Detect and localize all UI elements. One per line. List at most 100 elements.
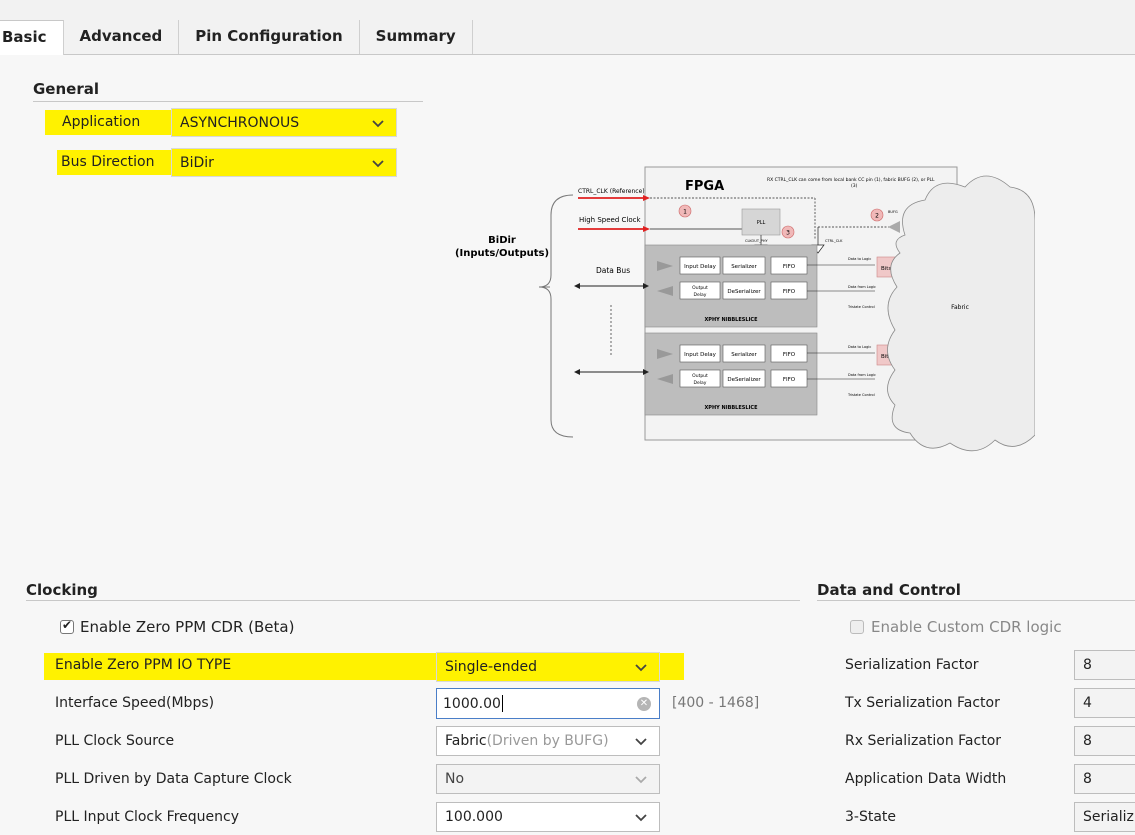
basic-panel: General Application ASYNCHRONOUS Bus Dir… <box>0 55 1135 835</box>
svg-text:Serializer: Serializer <box>731 352 757 358</box>
svg-text:Output: Output <box>692 373 708 379</box>
bus-direction-dropdown[interactable]: BiDir <box>171 148 397 177</box>
chevron-down-icon <box>635 814 647 822</box>
svg-text:Data from Logic: Data from Logic <box>848 373 876 377</box>
interface-speed-input[interactable]: 1000.00 ✕ <box>436 688 660 719</box>
three-state-value: Serializ <box>1083 809 1134 825</box>
serialization-factor-field[interactable]: 8 <box>1074 650 1135 680</box>
rx-ctrl-clk-note: RX CTRL_CLK can come from local bank CC … <box>767 177 935 183</box>
fabric-cloud <box>887 175 1035 452</box>
rx-serialization-factor-field[interactable]: 8 <box>1074 726 1135 756</box>
application-dropdown[interactable]: ASYNCHRONOUS <box>171 108 397 137</box>
pll-block <box>741 208 781 236</box>
data-control-section-title: Data and Control <box>817 581 961 599</box>
svg-text:Data from Logic: Data from Logic <box>848 285 876 289</box>
rx-serialization-factor-value: 8 <box>1083 733 1092 749</box>
svg-text:XPHY NIBBLESLICE: XPHY NIBBLESLICE <box>704 405 758 411</box>
enable-zero-ppm-cdr-checkbox[interactable]: ✔ <box>60 618 74 634</box>
svg-text:1: 1 <box>683 209 687 216</box>
badge-2 <box>870 208 884 222</box>
data-bus-label: Data Bus <box>596 266 630 275</box>
interface-speed-label: Interface Speed(Mbps) <box>55 695 215 711</box>
svg-text:XPHY NIBBLESLICE: XPHY NIBBLESLICE <box>704 317 758 323</box>
io-type-dropdown[interactable]: Single-ended <box>436 652 660 682</box>
chevron-down-icon <box>635 664 647 672</box>
svg-text:Tristate Control: Tristate Control <box>847 393 875 397</box>
chevron-down-icon <box>635 738 647 746</box>
application-label-highlight <box>45 110 173 135</box>
general-divider <box>33 101 423 102</box>
pll-driven-by-capture-value: No <box>445 771 465 787</box>
chevron-down-icon <box>372 119 384 127</box>
fabric-label: Fabric <box>951 304 969 311</box>
tab-strip: Basic Advanced Pin Configuration Summary <box>0 20 473 55</box>
svg-text:Serializer: Serializer <box>731 264 757 270</box>
pll-clock-source-value: Fabric <box>445 733 487 749</box>
interface-speed-value: 1000.00 <box>443 695 501 712</box>
enable-custom-cdr-checkbox[interactable] <box>850 620 864 634</box>
svg-text:Delay: Delay <box>694 380 707 386</box>
fpga-label: FPGA <box>685 179 724 194</box>
pll-input-freq-value: 100.000 <box>445 809 503 825</box>
clocking-divider <box>26 600 800 601</box>
tab-advanced[interactable]: Advanced <box>64 20 180 54</box>
three-state-label: 3-State <box>845 809 897 825</box>
tab-bar: Basic Advanced Pin Configuration Summary <box>0 0 1135 55</box>
svg-text:FIFO: FIFO <box>783 264 796 270</box>
serialization-factor-label: Serialization Factor <box>845 657 979 673</box>
pll-clock-source-dropdown[interactable]: Fabric(Driven by BUFG) <box>436 726 660 756</box>
application-value: ASYNCHRONOUS <box>180 114 300 131</box>
enable-zero-ppm-cdr-label: Enable Zero PPM CDR (Beta) <box>80 618 295 636</box>
tab-basic[interactable]: Basic <box>0 20 64 55</box>
three-state-field[interactable]: Serializ <box>1074 802 1135 832</box>
rx-serialization-factor-label: Rx Serialization Factor <box>845 733 1002 749</box>
svg-text:Input Delay: Input Delay <box>684 352 717 358</box>
svg-text:DeSerializer: DeSerializer <box>727 289 761 295</box>
svg-text:Data to Logic: Data to Logic <box>848 257 871 261</box>
pll-driven-by-capture-label: PLL Driven by Data Capture Clock <box>55 771 292 787</box>
io-type-value: Single-ended <box>445 659 537 675</box>
checkmark-icon: ✔ <box>62 618 73 632</box>
svg-text:Output: Output <box>692 285 708 291</box>
pll-driven-by-capture-dropdown[interactable]: No <box>436 764 660 794</box>
tab-summary[interactable]: Summary <box>360 20 473 54</box>
pll-clock-source-label: PLL Clock Source <box>55 733 175 749</box>
svg-text:FIFO: FIFO <box>783 352 796 358</box>
tab-pin-configuration[interactable]: Pin Configuration <box>179 20 360 54</box>
svg-text:Input Delay: Input Delay <box>684 264 717 270</box>
svg-text:DeSerializer: DeSerializer <box>727 377 761 383</box>
application-data-width-value: 8 <box>1083 771 1092 787</box>
text-caret <box>501 695 503 712</box>
pll-input-freq-dropdown[interactable]: 100.000 <box>436 802 660 832</box>
svg-text:CLKOUT_PHY: CLKOUT_PHY <box>745 239 768 243</box>
chevron-down-icon <box>635 776 647 784</box>
ctrl-clk-label: CTRL_CLK (Reference) <box>578 188 645 195</box>
svg-text:Delay: Delay <box>694 292 707 298</box>
data-control-divider <box>817 600 1135 601</box>
svg-text:FIFO: FIFO <box>783 289 796 295</box>
serialization-factor-value: 8 <box>1083 657 1092 673</box>
clear-icon[interactable]: ✕ <box>637 696 651 711</box>
badge-1 <box>678 204 692 218</box>
tx-serialization-factor-value: 4 <box>1083 695 1092 711</box>
svg-text:Data to Logic: Data to Logic <box>848 345 871 349</box>
rx-ctrl-clk-note-ref: (3) <box>851 183 858 189</box>
high-speed-clock-label: High Speed Clock <box>579 216 641 224</box>
application-label: Application <box>62 114 141 130</box>
svg-text:PLL: PLL <box>757 220 766 226</box>
general-section-title: General <box>33 80 99 98</box>
application-data-width-label: Application Data Width <box>845 771 1007 787</box>
diagram-mode-label-2: (Inputs/Outputs) <box>455 248 549 259</box>
io-type-label: Enable Zero PPM IO TYPE <box>55 657 232 673</box>
svg-text:BUFG: BUFG <box>888 210 898 214</box>
pll-clock-source-hint: (Driven by BUFG) <box>486 733 609 749</box>
chevron-down-icon <box>372 159 384 167</box>
tx-serialization-factor-field[interactable]: 4 <box>1074 688 1135 718</box>
svg-text:3: 3 <box>786 230 790 237</box>
interface-speed-range: [400 - 1468] <box>672 695 760 711</box>
application-data-width-field[interactable]: 8 <box>1074 764 1135 794</box>
tx-serialization-factor-label: Tx Serialization Factor <box>845 695 1000 711</box>
bus-direction-value: BiDir <box>180 154 214 171</box>
pll-input-freq-label: PLL Input Clock Frequency <box>55 809 240 825</box>
enable-custom-cdr-label: Enable Custom CDR logic <box>871 618 1062 636</box>
